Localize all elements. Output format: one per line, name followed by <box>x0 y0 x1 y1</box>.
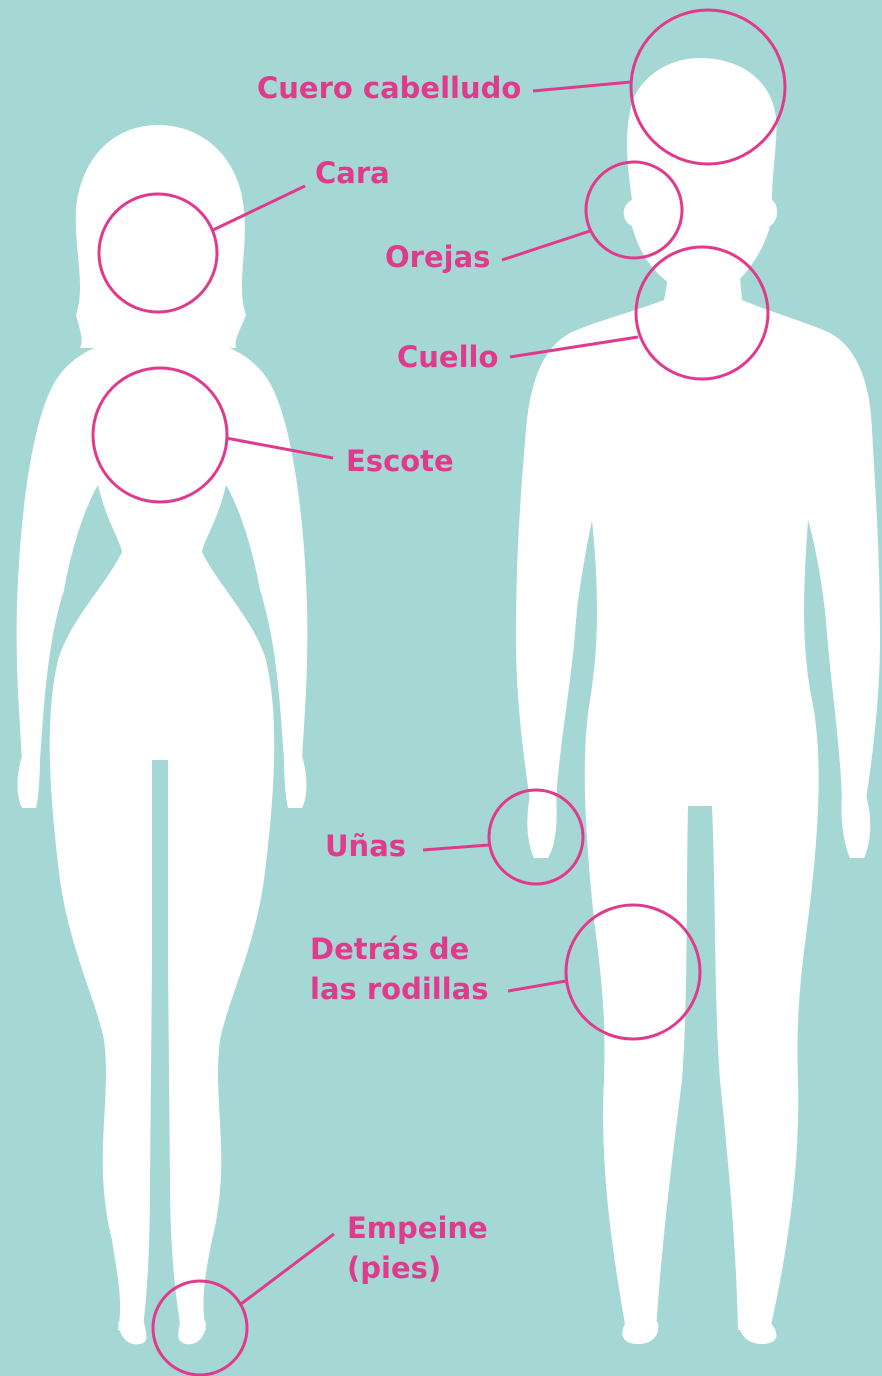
ears-leader-line <box>502 231 590 260</box>
instep-leader-line <box>241 1234 334 1304</box>
label-detras-rodillas-line2: las rodillas <box>310 969 489 1009</box>
female-right-foot <box>178 1322 206 1344</box>
male-left-hand <box>527 795 556 858</box>
label-detras-rodillas-line1: Detrás de <box>310 929 489 969</box>
male-right-hand <box>841 795 870 858</box>
nails-leader-line <box>423 845 489 850</box>
female-left-foot <box>118 1322 147 1344</box>
label-escote-text: Escote <box>346 441 454 481</box>
label-cara-text: Cara <box>315 153 390 193</box>
female-silhouette <box>17 125 308 1344</box>
label-cuero-cabelludo-text: Cuero cabelludo <box>257 68 521 108</box>
female-left-hand <box>18 756 41 808</box>
female-right-hand <box>284 756 307 808</box>
knees-leader-line <box>508 981 566 991</box>
label-orejas-text: Orejas <box>385 237 490 277</box>
label-cuello: Cuello <box>397 337 498 377</box>
label-orejas: Orejas <box>385 237 490 277</box>
label-detras-rodillas: Detrás de las rodillas <box>310 929 489 1009</box>
female-body <box>17 340 308 1335</box>
label-empeine-line1: Empeine <box>347 1208 488 1248</box>
label-unas: Uñas <box>325 826 406 866</box>
male-left-foot <box>622 1322 658 1344</box>
male-head <box>624 58 777 285</box>
label-unas-text: Uñas <box>325 826 406 866</box>
label-cuello-text: Cuello <box>397 337 498 377</box>
male-right-foot <box>738 1322 776 1344</box>
label-empeine: Empeine (pies) <box>347 1208 488 1288</box>
label-cuero-cabelludo: Cuero cabelludo <box>257 68 521 108</box>
label-cara: Cara <box>315 153 390 193</box>
male-silhouette <box>516 58 880 1344</box>
label-escote: Escote <box>346 441 454 481</box>
label-empeine-line2: (pies) <box>347 1248 488 1288</box>
scalp-leader-line <box>533 82 631 91</box>
